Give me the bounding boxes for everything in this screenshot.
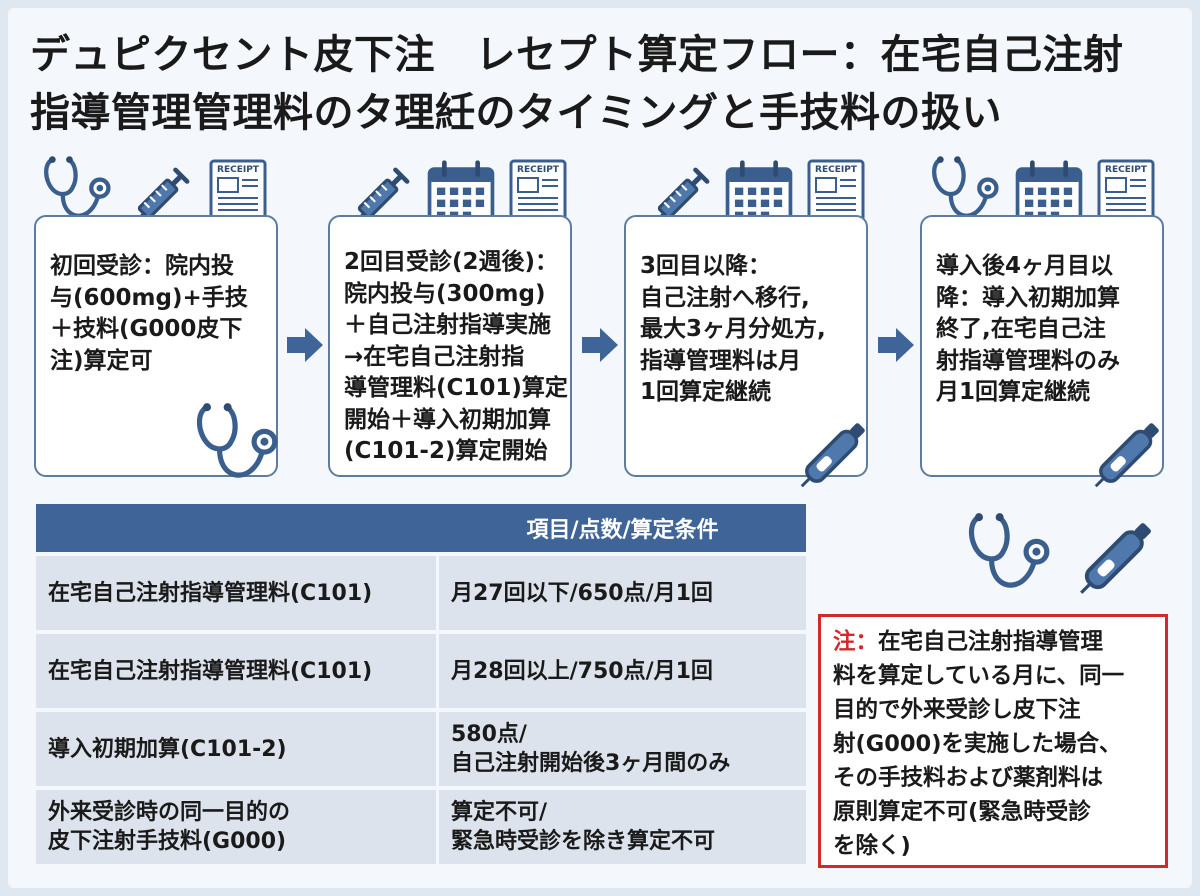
table-cell-item: 導入初期加算(C101-2)	[36, 712, 439, 786]
receipt-icon: RECEIPT	[208, 158, 268, 238]
table-cell-item: 在宅自己注射指導管理料(C101)	[36, 556, 439, 630]
cell-line: 外来受診時の同一目的の	[48, 800, 291, 825]
flow-step-3: 3回目以降： 自己注射へ移行, 最大3ヶ月分処方, 指導管理料は月 1回算定継続	[624, 215, 868, 477]
step-3-line: 自己注射へ移行,	[640, 284, 810, 311]
flow-arrow-icon	[285, 325, 325, 365]
note-line: その手技料および薬剤料は	[833, 765, 1104, 791]
pen-injector-icon	[788, 406, 882, 500]
step-4-line: 月1回算定継続	[936, 379, 1091, 405]
table-row: 導入初期加算(C101-2) 580点/ 自己注射開始後3ヶ月間のみ	[36, 712, 806, 786]
cell-line: 緊急時受診を除き算定不可	[451, 829, 716, 854]
cell-line: 導入初期加算(C101-2)	[48, 736, 287, 762]
note-line: 射(G000)を実施した場合、	[833, 731, 1122, 757]
stethoscope-icon	[964, 508, 1056, 600]
receipt-label: RECEIPT	[1105, 165, 1147, 175]
cell-line: 在宅自己注射指導管理料(C101)	[48, 658, 373, 684]
table-cell-detail: 580点/ 自己注射開始後3ヶ月間のみ	[439, 712, 806, 786]
step-4-line: 射指導管理料のみ	[936, 347, 1120, 374]
flow-arrow-icon	[876, 325, 916, 365]
cell-line: 580点/	[451, 722, 527, 747]
cell-line: 在宅自己注射指導管理料(C101)	[48, 580, 373, 606]
receipt-label: RECEIPT	[517, 165, 559, 175]
note-first-line: 注：在宅自己注射指導管理	[833, 625, 1165, 659]
step-3-line: 指導管理料は月	[640, 347, 801, 374]
fee-table: 項目/点数/算定条件 在宅自己注射指導管理料(C101) 月27回以下/650点…	[36, 500, 806, 868]
table-header-row: 項目/点数/算定条件	[36, 504, 806, 552]
receipt-icon: RECEIPT	[508, 158, 568, 238]
table-cell-detail: 月27回以下/650点/月1回	[439, 556, 806, 630]
table-row: 在宅自己注射指導管理料(C101) 月28回以上/750点/月1回	[36, 634, 806, 708]
step-2-line: 導管理料(C101)算定	[344, 375, 568, 401]
table-header-detail: 項目/点数/算定条件	[439, 504, 806, 552]
table-cell-item: 在宅自己注射指導管理料(C101)	[36, 634, 439, 708]
receipt-icon: RECEIPT	[1096, 158, 1156, 238]
table-header-item	[36, 504, 439, 552]
step-1-line: 与(600mg)+手技	[50, 284, 248, 311]
receipt-icon: RECEIPT	[806, 158, 866, 238]
page-title-line-1: デュピクセント皮下注 レセプト算定フロー：在宅自己注射	[30, 32, 1124, 78]
note-line: 原則算定不可(緊急時受診	[833, 799, 1091, 825]
receipt-label: RECEIPT	[815, 165, 857, 175]
step-2-line: 開始＋導入初期加算	[344, 406, 551, 433]
pen-injector-icon	[1066, 504, 1170, 608]
step-3-line: 3回目以降：	[640, 253, 772, 279]
step-1-line: 注)算定可	[50, 347, 153, 374]
step-3-line: 最大3ヶ月分処方,	[640, 316, 826, 342]
table-cell-detail: 月28回以上/750点/月1回	[439, 634, 806, 708]
step-1-line: 初回受診：院内投	[50, 253, 234, 279]
flow-step-2: 2回目受診(2週後)： 院内投与(300mg) ＋自己注射指導実施 →在宅自己注…	[328, 215, 572, 477]
page-title: デュピクセント皮下注 レセプト算定フロー：在宅自己注射 指導管理管理料のタ理紝の…	[30, 26, 1170, 142]
cell-line: 月28回以上/750点/月1回	[451, 658, 713, 684]
step-2-line: (C101-2)算定開始	[344, 438, 548, 464]
step-2-line: ＋自己注射指導実施	[344, 312, 551, 338]
warning-note: 注：在宅自己注射指導管理 料を算定している月に、同一 目的で外来受診し皮下注 射…	[818, 614, 1168, 868]
step-2-line: 院内投与(300mg)	[344, 280, 546, 307]
pen-injector-icon	[1082, 406, 1176, 500]
stethoscope-icon	[192, 398, 284, 490]
note-line: を除く)	[833, 833, 911, 859]
note-line: 目的で外来受診し皮下注	[833, 697, 1081, 723]
step-2-line: →在宅自己注射指	[344, 343, 525, 370]
note-label: 注：	[833, 629, 879, 655]
note-line: 在宅自己注射指導管理	[878, 629, 1104, 655]
cell-line: 自己注射開始後3ヶ月間のみ	[451, 751, 731, 776]
table-row: 外来受診時の同一目的の 皮下注射手技料(G000) 算定不可/ 緊急時受診を除き…	[36, 790, 806, 864]
flow-arrow-icon	[580, 325, 620, 365]
cell-line: 月27回以下/650点/月1回	[451, 580, 713, 606]
table-row: 在宅自己注射指導管理料(C101) 月27回以下/650点/月1回	[36, 556, 806, 630]
step-4-line: 降：導入初期加算	[936, 284, 1120, 311]
flow-step-4: 導入後4ヶ月目以 降：導入初期加算 終了,在宅自己注 射指導管理料のみ 月1回算…	[920, 215, 1164, 477]
step-1-line: ＋技料(G000皮下	[50, 316, 243, 342]
table-cell-item: 外来受診時の同一目的の 皮下注射手技料(G000)	[36, 790, 439, 864]
cell-line: 算定不可/	[451, 800, 548, 825]
table-cell-detail: 算定不可/ 緊急時受診を除き算定不可	[439, 790, 806, 864]
step-2-line: 2回目受診(2週後)：	[344, 249, 559, 275]
note-line: 料を算定している月に、同一	[833, 663, 1125, 689]
step-4-line: 終了,在宅自己注	[936, 316, 1106, 342]
step-3-line: 1回算定継続	[640, 379, 772, 405]
receipt-label: RECEIPT	[217, 165, 259, 175]
step-4-line: 導入後4ヶ月目以	[936, 253, 1114, 279]
flow-step-1: 初回受診：院内投 与(600mg)+手技 ＋技料(G000皮下 注)算定可	[34, 215, 278, 477]
page-title-line-2: 指導管理管理料のタ理紝のタイミングと手技料の扱い	[30, 90, 1002, 136]
cell-line: 皮下注射手技料(G000)	[48, 829, 287, 854]
